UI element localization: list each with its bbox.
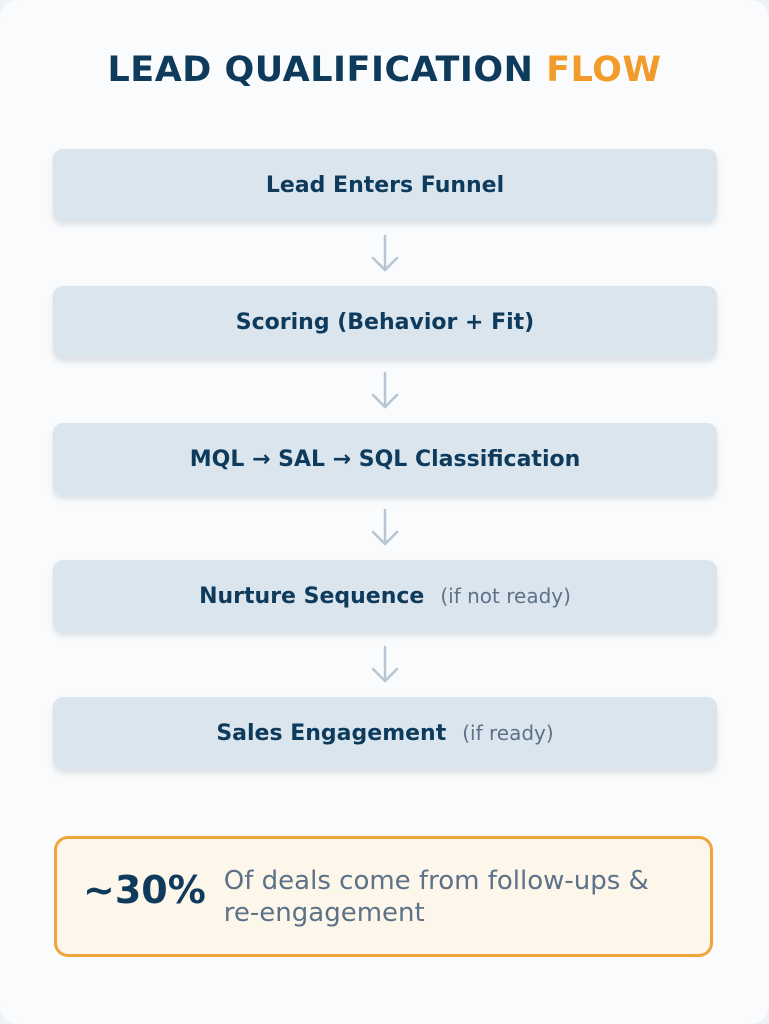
- page-title: LEAD QUALIFICATION FLOW: [0, 50, 769, 90]
- step-label: Nurture Sequence: [199, 583, 425, 609]
- step-label: Sales Engagement: [216, 720, 447, 746]
- step-note: (if ready): [462, 721, 554, 745]
- arrow-down-icon: [53, 358, 717, 423]
- title-accent: FLOW: [546, 50, 662, 90]
- step-classification: MQL → SAL → SQL Classification: [53, 423, 717, 495]
- arrow-down-icon: [53, 221, 717, 286]
- step-label: Lead Enters Funnel: [265, 172, 505, 198]
- step-nurture-sequence: Nurture Sequence (if not ready): [53, 560, 717, 632]
- step-note: (if not ready): [440, 584, 571, 608]
- stat-callout: ~30% Of deals come from follow-ups & re-…: [54, 836, 713, 957]
- step-scoring: Scoring (Behavior + Fit): [53, 286, 717, 358]
- stat-text: Of deals come from follow-ups & re-engag…: [223, 865, 649, 928]
- step-sales-engagement: Sales Engagement (if ready): [53, 697, 717, 769]
- arrow-down-icon: [53, 632, 717, 697]
- step-label: Scoring (Behavior + Fit): [235, 309, 535, 335]
- title-main: LEAD QUALIFICATION: [107, 50, 534, 90]
- flow-steps: Lead Enters Funnel Scoring (Behavior + F…: [53, 149, 717, 769]
- step-lead-enters-funnel: Lead Enters Funnel: [53, 149, 717, 221]
- step-label: MQL → SAL → SQL Classification: [189, 446, 581, 472]
- stat-value: ~30%: [83, 867, 206, 912]
- arrow-down-icon: [53, 495, 717, 560]
